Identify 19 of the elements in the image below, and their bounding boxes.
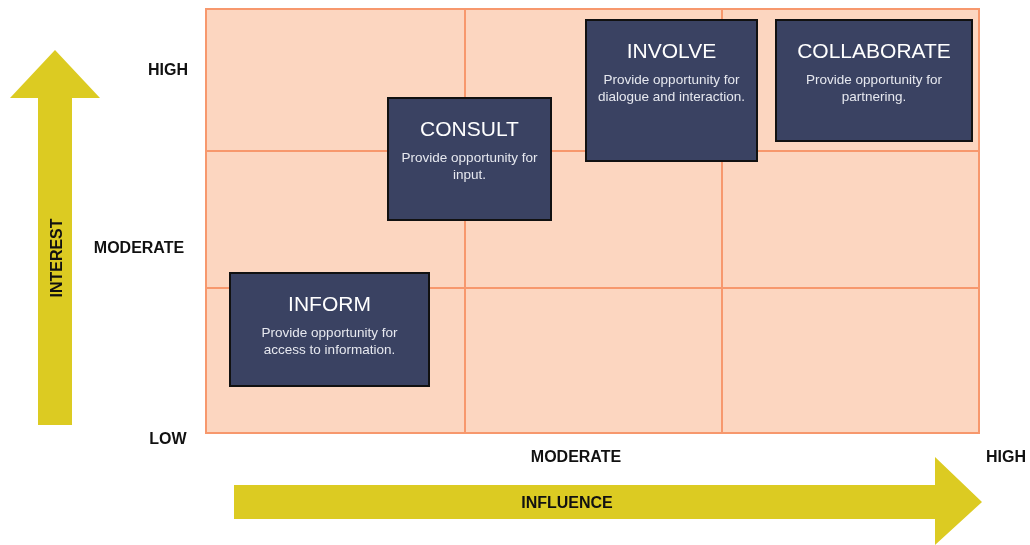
stage-box bbox=[775, 19, 973, 142]
stage-description: Provide opportunity for partnering. bbox=[805, 71, 943, 105]
stage-description: Provide opportunity for access to information. bbox=[260, 324, 399, 358]
stage-box bbox=[229, 272, 430, 387]
stage-description: Provide opportunity for input. bbox=[400, 149, 539, 183]
axis-title: INFLUENCE bbox=[521, 494, 613, 512]
axis-tick-label: LOW bbox=[149, 430, 187, 448]
stage-title: CONSULT bbox=[420, 117, 519, 141]
axis-tick-label: HIGH bbox=[986, 448, 1026, 466]
axis-title: INTEREST bbox=[48, 218, 66, 298]
axis-tick-label: MODERATE bbox=[530, 448, 622, 466]
axis-tick-label: HIGH bbox=[148, 61, 188, 79]
stage-title: INFORM bbox=[288, 292, 371, 316]
stage-box bbox=[387, 97, 552, 221]
axis-tick-label: MODERATE bbox=[93, 239, 185, 257]
stage-box bbox=[585, 19, 758, 162]
stage-title: INVOLVE bbox=[626, 39, 717, 63]
stage-title: COLLABORATE bbox=[797, 39, 951, 63]
stage-description: Provide opportunity for dialogue and interaction. bbox=[596, 71, 747, 105]
